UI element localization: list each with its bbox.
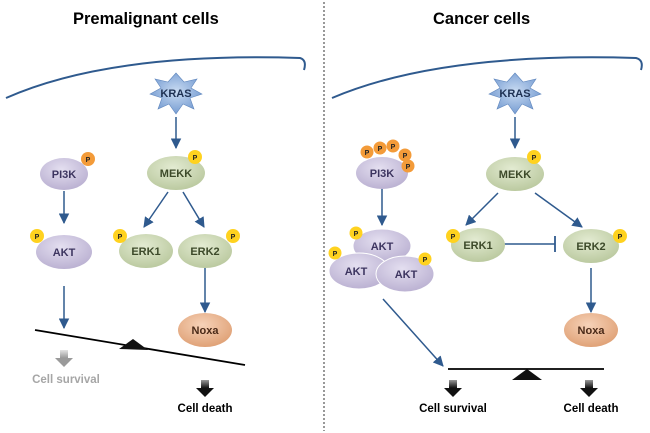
- kras-star-icon: [488, 72, 542, 115]
- erk2-node: [563, 229, 619, 263]
- phospho-label: P: [406, 164, 411, 171]
- phospho-label: P: [118, 234, 123, 241]
- phospho-badge-icon: [328, 226, 432, 266]
- arrow-mekk-erk2: [182, 191, 205, 228]
- kras-label: KRAS: [499, 88, 530, 100]
- phospho-label: P: [231, 234, 236, 241]
- arrow-mekk-erk1: [143, 191, 169, 228]
- pi3k-node: [356, 157, 408, 189]
- phospho-label: P: [354, 231, 359, 238]
- down-arrow-icon: [444, 380, 462, 397]
- akt-label: AKT: [345, 266, 368, 278]
- erk2-node: [178, 234, 232, 268]
- mekk-label: MEKK: [499, 169, 531, 181]
- noxa-node: [564, 313, 618, 347]
- cell-death-label: Cell death: [178, 403, 233, 415]
- cell-survival-label: Cell survival: [419, 403, 487, 415]
- pi3k-node: [40, 158, 88, 190]
- kras-label: KRAS: [160, 88, 191, 100]
- arrows-left: [58, 117, 211, 330]
- arrow-akt-balance: [382, 298, 444, 367]
- akt-node: [375, 255, 435, 293]
- arrow-mekk-erk1: [465, 192, 499, 226]
- down-arrow-icon: [196, 380, 214, 397]
- balance-scale-icon: [448, 368, 604, 380]
- membrane-right: [331, 56, 643, 99]
- phospho-label: P: [193, 155, 198, 162]
- mekk-node: [147, 156, 205, 190]
- phospho-label: P: [403, 153, 408, 160]
- phospho-badge-icon: [188, 150, 202, 164]
- erk1-node: [451, 228, 505, 262]
- erk2-label: ERK2: [576, 241, 605, 253]
- phospho-label: P: [86, 157, 91, 164]
- phospho-label: P: [365, 150, 370, 157]
- phospho-label: P: [333, 251, 338, 258]
- phospho-label: P: [423, 257, 428, 264]
- phospho-badge-icon: [613, 229, 627, 243]
- phospho-badge-icon: [113, 229, 127, 243]
- noxa-label: Noxa: [192, 325, 220, 337]
- kras-star-icon: [149, 72, 203, 115]
- phospho-badge-icon: [30, 229, 44, 243]
- pi3k-label: PI3K: [370, 168, 395, 180]
- erk2-label: ERK2: [190, 246, 219, 258]
- membrane-left: [5, 56, 306, 99]
- panel-title-premalignant: Premalignant cells: [73, 10, 219, 28]
- phospho-badge-icon: [527, 150, 541, 164]
- phospho-label: P: [378, 146, 383, 153]
- phospho-label: P: [35, 234, 40, 241]
- akt-label: AKT: [371, 241, 394, 253]
- cell-survival-label: Cell survival: [32, 374, 100, 386]
- down-arrow-icon: [580, 380, 598, 397]
- phospho-label: P: [532, 155, 537, 162]
- erk1-node: [119, 234, 173, 268]
- phospho-label: P: [451, 234, 456, 241]
- arrow-mekk-erk2: [534, 192, 583, 228]
- panel-title-cancer: Cancer cells: [433, 10, 531, 28]
- phospho-badge-icon: [446, 229, 460, 243]
- erk1-label: ERK1: [463, 240, 492, 252]
- pi3k-label: PI3K: [52, 169, 77, 181]
- phospho-label: P: [391, 144, 396, 151]
- akt-label: AKT: [395, 269, 418, 281]
- phospho-label: P: [618, 234, 623, 241]
- phospho-badge-icon: [81, 152, 95, 166]
- erk1-label: ERK1: [131, 246, 160, 258]
- inhibition-bar-icon: [500, 236, 556, 252]
- balance-scale-icon: [34, 329, 246, 366]
- phospho-badge-icon: [360, 139, 415, 173]
- arrows-right: [376, 117, 597, 367]
- mekk-node: [486, 157, 544, 191]
- noxa-label: Noxa: [578, 325, 606, 337]
- down-arrow-icon: [55, 350, 73, 367]
- mekk-label: MEKK: [160, 168, 192, 180]
- akt-label: AKT: [53, 247, 76, 259]
- cell-death-label: Cell death: [564, 403, 619, 415]
- noxa-node: [178, 313, 232, 347]
- akt-node: [36, 235, 92, 269]
- phospho-badge-icon: [226, 229, 240, 243]
